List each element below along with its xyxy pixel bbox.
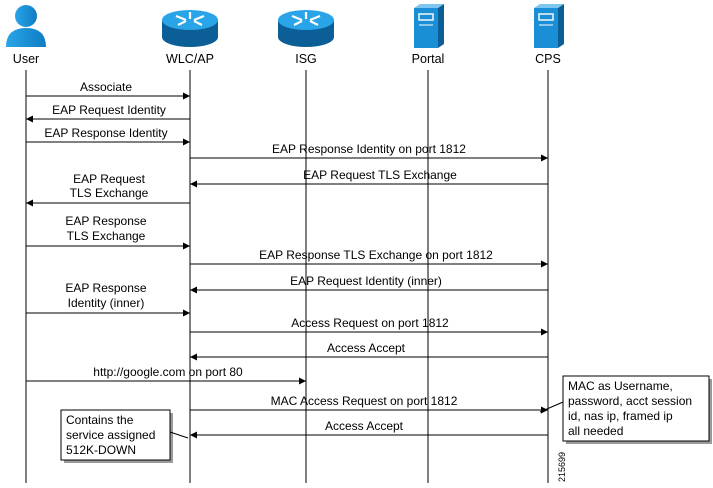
svg-text:EAP Response TLS Exchange on p: EAP Response TLS Exchange on port 1812 xyxy=(259,248,493,262)
message-eap-request-identity: EAP Request Identity xyxy=(26,103,190,123)
actor-label-portal: Portal xyxy=(412,52,445,66)
svg-text:TLS Exchange: TLS Exchange xyxy=(70,186,149,200)
svg-text:Access Request on port 1812: Access Request on port 1812 xyxy=(291,316,449,330)
svg-text:TLS Exchange: TLS Exchange xyxy=(67,229,146,243)
message-access-accept: Access Accept xyxy=(190,341,548,361)
svg-text:Access Accept: Access Accept xyxy=(327,341,406,355)
server-icon xyxy=(414,4,444,48)
svg-text:512K-DOWN: 512K-DOWN xyxy=(66,443,136,457)
svg-text:all needed: all needed xyxy=(568,424,623,438)
message-http-request: http://google.com on port 80 xyxy=(26,365,306,385)
svg-text:Associate: Associate xyxy=(80,80,132,94)
svg-text:id, nas ip, framed ip: id, nas ip, framed ip xyxy=(568,409,673,423)
message-access-request: Access Request on port 1812 xyxy=(190,316,548,336)
note-service-assigned: Contains the service assigned 512K-DOWN xyxy=(60,409,189,463)
router-icon xyxy=(278,10,334,47)
svg-text:MAC as Username,: MAC as Username, xyxy=(568,379,673,393)
svg-text:EAP Response: EAP Response xyxy=(65,214,146,228)
svg-text:password, acct session: password, acct session xyxy=(568,394,692,408)
actor-label-wlc: WLC/AP xyxy=(166,52,214,66)
actor-label-user: User xyxy=(13,52,39,66)
message-eap-response-tls-exchange-radius: EAP Response TLS Exchange on port 1812 xyxy=(190,248,548,268)
svg-text:MAC Access Request on port 181: MAC Access Request on port 1812 xyxy=(271,394,458,408)
figure-id: 215699 xyxy=(557,452,567,482)
svg-text:EAP Request Identity: EAP Request Identity xyxy=(52,103,166,117)
svg-text:service assigned: service assigned xyxy=(66,428,155,442)
message-associate: Associate xyxy=(26,80,190,100)
router-icon xyxy=(162,10,218,47)
note-cps-attributes: MAC as Username, password, acct session … xyxy=(539,375,712,444)
svg-text:EAP Response: EAP Response xyxy=(65,281,146,295)
svg-text:Access Accept: Access Accept xyxy=(325,419,404,433)
message-eap-response-identity-inner: EAP Response Identity (inner) xyxy=(26,281,190,317)
person-icon xyxy=(6,5,46,47)
svg-text:EAP Response Identity: EAP Response Identity xyxy=(44,126,167,140)
svg-text:EAP Request TLS Exchange: EAP Request TLS Exchange xyxy=(303,168,457,182)
message-eap-request-tls-exchange-radius: EAP Request TLS Exchange xyxy=(190,168,548,188)
svg-text:http://google.com on port 80: http://google.com on port 80 xyxy=(93,365,243,379)
svg-text:EAP Request Identity (inner): EAP Request Identity (inner) xyxy=(290,274,442,288)
svg-text:Identity (inner): Identity (inner) xyxy=(68,296,145,310)
message-access-accept-final: Access Accept xyxy=(190,419,548,439)
message-eap-response-identity: EAP Response Identity xyxy=(26,126,190,146)
server-icon xyxy=(534,4,564,48)
message-eap-response-tls-exchange: EAP Response TLS Exchange xyxy=(26,214,190,250)
message-eap-request-identity-inner: EAP Request Identity (inner) xyxy=(190,274,548,294)
message-mac-access-request: MAC Access Request on port 1812 xyxy=(190,394,548,414)
message-eap-response-identity-radius: EAP Response Identity on port 1812 xyxy=(190,142,548,162)
actor-label-cps: CPS xyxy=(535,52,561,66)
svg-text:Contains the: Contains the xyxy=(66,413,134,427)
svg-text:EAP Request: EAP Request xyxy=(73,172,145,186)
actor-label-isg: ISG xyxy=(295,52,317,66)
svg-text:EAP Response Identity on port: EAP Response Identity on port 1812 xyxy=(272,142,466,156)
message-eap-request-tls-exchange: EAP Request TLS Exchange xyxy=(26,172,190,207)
